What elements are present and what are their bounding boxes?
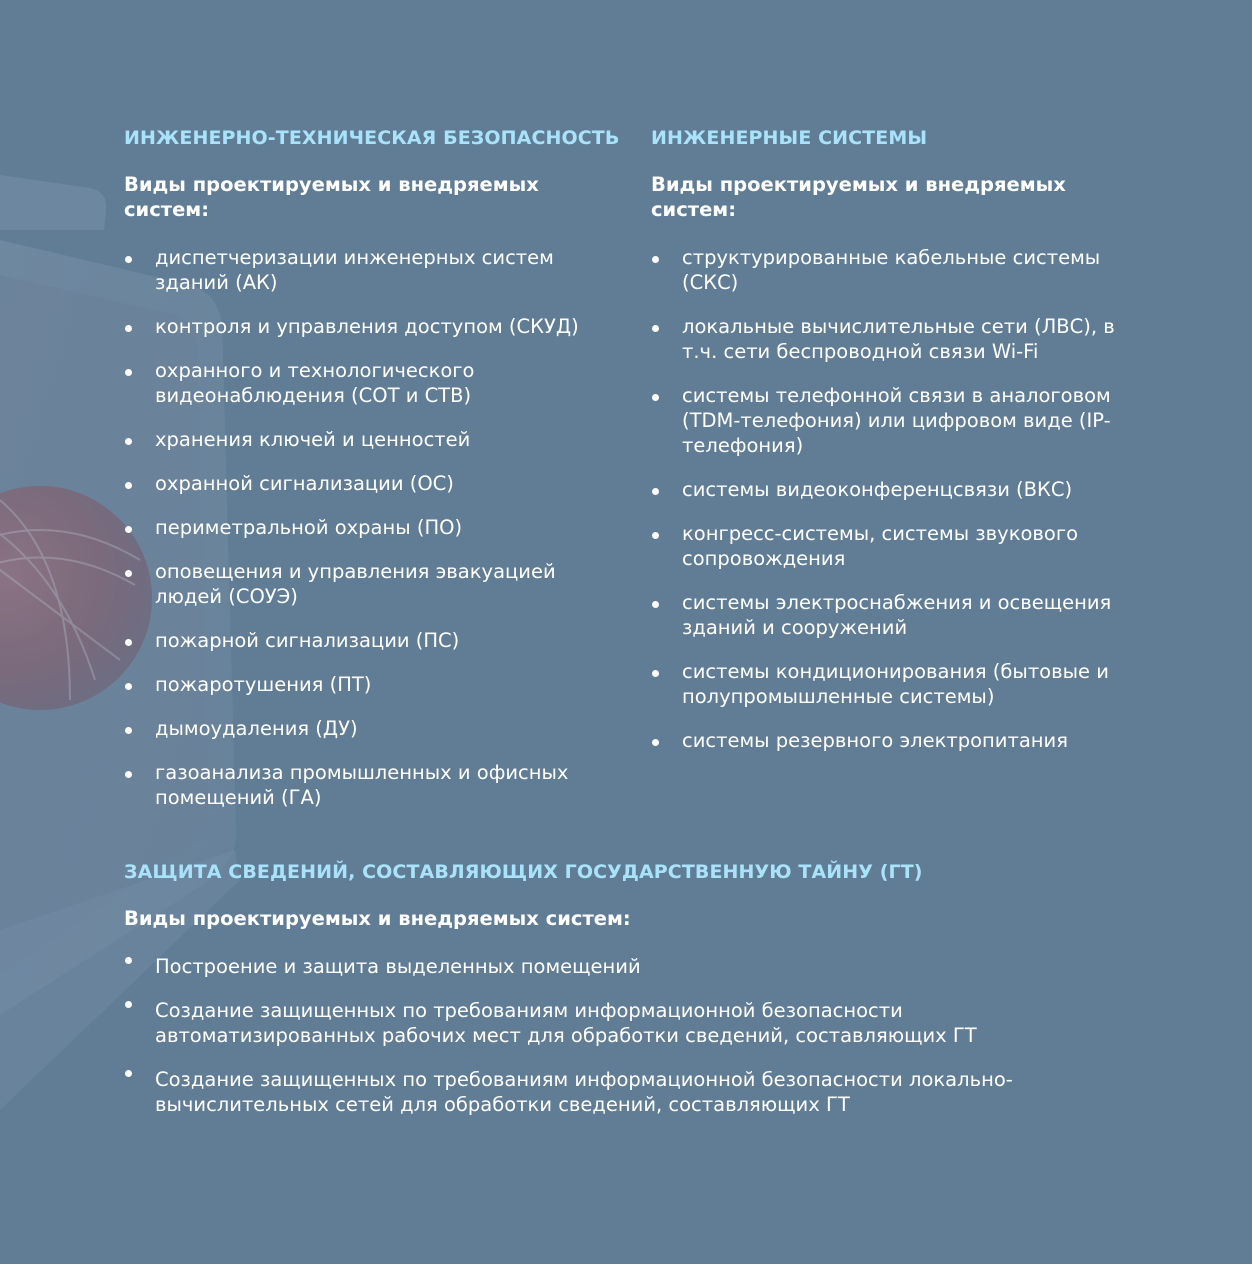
bullet-dot-icon xyxy=(652,325,659,332)
list-item: Построение и защита выделенных помещений xyxy=(124,954,1124,979)
section-heading: ИНЖЕНЕРНО-ТЕХНИЧЕСКАЯ БЕЗОПАСНОСТЬ xyxy=(124,127,620,149)
bullet-dot-icon xyxy=(125,438,132,445)
bullet-dot-icon xyxy=(125,369,132,376)
list-item-text: системы электроснабжения и освещения зда… xyxy=(682,591,1112,639)
section-engineering-systems: ИНЖЕНЕРНЫЕ СИСТЕМЫ Виды проектируемых и … xyxy=(651,126,1121,772)
sphere-pattern xyxy=(0,499,141,701)
list-item-text: системы телефонной связи в аналоговом (T… xyxy=(682,384,1111,457)
section-heading: ЗАЩИТА СВЕДЕНИЙ, СОСТАВЛЯЮЩИХ ГОСУДАРСТВ… xyxy=(124,861,923,883)
list-item: газоанализа промышленных и офисных помещ… xyxy=(124,760,594,810)
section-subheading: Виды проектируемых и внедряемых систем: xyxy=(651,173,1066,221)
list-item-text: Создание защищенных по требованиям инфор… xyxy=(155,999,977,1047)
bullet-dot-icon xyxy=(652,488,659,495)
list-item-text: локальные вычислительные сети (ЛВС), в т… xyxy=(682,315,1115,363)
list-item: пожарной сигнализации (ПС) xyxy=(124,628,594,653)
bullet-dot-icon xyxy=(652,532,659,539)
list-item-text: хранения ключей и ценностей xyxy=(155,428,471,451)
list-item-text: системы видеоконференцсвязи (ВКС) xyxy=(682,478,1073,501)
bullet-dot-icon xyxy=(125,1070,132,1077)
list-item: контроля и управления доступом (СКУД) xyxy=(124,314,594,339)
bullet-dot-icon xyxy=(125,639,132,646)
bullet-dot-icon xyxy=(125,771,132,778)
bullet-dot-icon xyxy=(125,256,132,263)
bullet-dot-icon xyxy=(652,670,659,677)
frame-lower xyxy=(0,850,240,1110)
systems-list: структурированные кабельные системы (СКС… xyxy=(651,245,1121,753)
bullet-dot-icon xyxy=(125,727,132,734)
list-item-text: диспетчеризации инженерных систем зданий… xyxy=(155,246,554,294)
bullet-dot-icon xyxy=(652,256,659,263)
bullet-dot-icon xyxy=(125,683,132,690)
list-item-text: пожарной сигнализации (ПС) xyxy=(155,629,460,652)
list-item-text: Создание защищенных по требованиям инфор… xyxy=(155,1068,1013,1116)
bullet-dot-icon xyxy=(125,325,132,332)
list-item: хранения ключей и ценностей xyxy=(124,427,594,452)
bullet-dot-icon xyxy=(652,739,659,746)
bullet-dot-icon xyxy=(125,570,132,577)
list-item: конгресс-системы, системы звукового сопр… xyxy=(651,521,1121,571)
section-engineering-security: ИНЖЕНЕРНО-ТЕХНИЧЕСКАЯ БЕЗОПАСНОСТЬ Виды … xyxy=(124,126,620,829)
list-item: Создание защищенных по требованиям инфор… xyxy=(124,998,1124,1048)
list-item: охранного и технологического видеонаблюд… xyxy=(124,358,594,408)
sphere-shape xyxy=(0,486,152,710)
list-item-text: Построение и защита выделенных помещений xyxy=(155,955,641,978)
systems-list: диспетчеризации инженерных систем зданий… xyxy=(124,245,594,810)
list-item-text: системы кондиционирования (бытовые и пол… xyxy=(682,660,1109,708)
list-item-text: газоанализа промышленных и офисных помещ… xyxy=(155,761,569,809)
frame-top-panel xyxy=(0,175,107,230)
list-item: Создание защищенных по требованиям инфор… xyxy=(124,1067,1124,1117)
list-item-text: пожаротушения (ПТ) xyxy=(155,673,372,696)
list-item-text: охранного и технологического видеонаблюд… xyxy=(155,359,475,407)
list-item-text: конгресс-системы, системы звукового сопр… xyxy=(682,522,1079,570)
section-subheading: Виды проектируемых и внедряемых систем: xyxy=(124,907,631,930)
list-item: системы резервного электропитания xyxy=(651,728,1121,753)
bullet-dot-icon xyxy=(125,526,132,533)
bullet-dot-icon xyxy=(652,394,659,401)
list-item-text: системы резервного электропитания xyxy=(682,729,1068,752)
bullet-dot-icon xyxy=(125,482,132,489)
list-item: локальные вычислительные сети (ЛВС), в т… xyxy=(651,314,1121,364)
list-item-text: контроля и управления доступом (СКУД) xyxy=(155,315,579,338)
list-item: охранной сигнализации (ОС) xyxy=(124,471,594,496)
list-item: диспетчеризации инженерных систем зданий… xyxy=(124,245,594,295)
list-item: пожаротушения (ПТ) xyxy=(124,672,594,697)
list-item: периметральной охраны (ПО) xyxy=(124,515,594,540)
list-item: системы электроснабжения и освещения зда… xyxy=(651,590,1121,640)
list-item: оповещения и управления эвакуацией людей… xyxy=(124,559,594,609)
section-state-secret-protection: ЗАЩИТА СВЕДЕНИЙ, СОСТАВЛЯЮЩИХ ГОСУДАРСТВ… xyxy=(124,860,1124,1136)
list-item: системы кондиционирования (бытовые и пол… xyxy=(651,659,1121,709)
list-item-text: охранной сигнализации (ОС) xyxy=(155,472,454,495)
section-subheading: Виды проектируемых и внедряемых систем: xyxy=(124,173,539,221)
bullet-dot-icon xyxy=(652,601,659,608)
section-heading: ИНЖЕНЕРНЫЕ СИСТЕМЫ xyxy=(651,127,928,149)
list-item-text: дымоудаления (ДУ) xyxy=(155,717,358,740)
bullet-dot-icon xyxy=(125,957,132,964)
bullet-dot-icon xyxy=(125,1001,132,1008)
list-item-text: оповещения и управления эвакуацией людей… xyxy=(155,560,556,608)
list-item: дымоудаления (ДУ) xyxy=(124,716,594,741)
list-item-text: периметральной охраны (ПО) xyxy=(155,516,463,539)
list-item: системы телефонной связи в аналоговом (T… xyxy=(651,383,1121,458)
systems-list: Построение и защита выделенных помещений… xyxy=(124,954,1124,1117)
list-item: системы видеоконференцсвязи (ВКС) xyxy=(651,477,1121,502)
list-item: структурированные кабельные системы (СКС… xyxy=(651,245,1121,295)
list-item-text: структурированные кабельные системы (СКС… xyxy=(682,246,1101,294)
